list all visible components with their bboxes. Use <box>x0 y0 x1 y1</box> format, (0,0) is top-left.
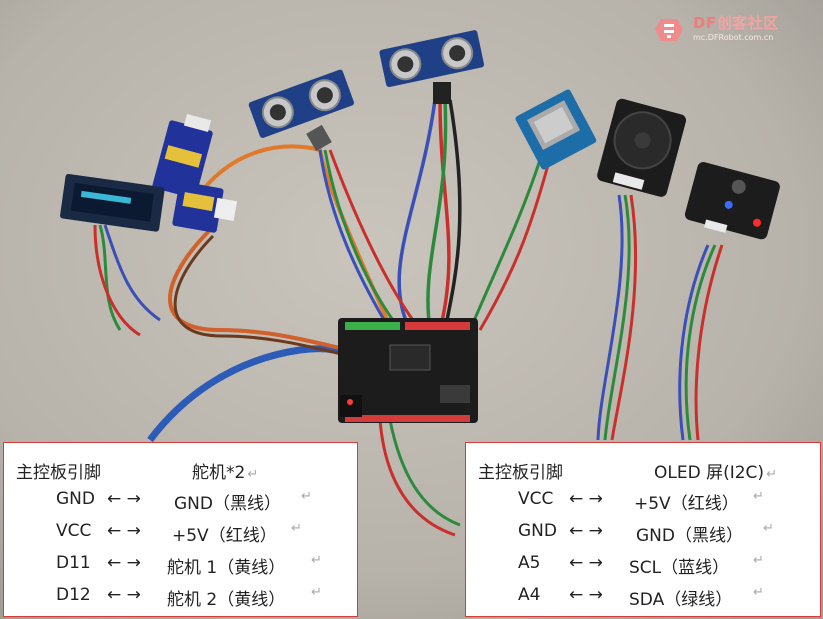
arrow-icon: ← → <box>569 521 603 541</box>
servo-2 <box>172 181 238 233</box>
esp-board <box>515 89 597 170</box>
ultrasonic-sensor-1 <box>248 69 355 138</box>
target-label: 舵机 2（黄线） <box>167 590 286 610</box>
pin-label: A5 <box>518 553 541 573</box>
arrow-icon: ← → <box>107 553 141 573</box>
table-header-main: 主控板引脚 <box>16 463 101 483</box>
sensor-wire-black <box>443 99 462 331</box>
sensor-wire-blue <box>397 99 437 331</box>
servo-wiring-table: 主控板引脚 舵机*2↵ GND ← → GND（黑线） ↵ VCC ← → +5… <box>3 442 358 617</box>
sensor-wire-green <box>426 99 448 331</box>
sensor-wire-red <box>438 99 451 331</box>
pin-label: GND <box>518 521 557 541</box>
target-label: +5V（红线） <box>172 526 277 546</box>
table-header-device: 舵机*2↵ <box>192 463 259 483</box>
table-header-device: OLED 屏(I2C)↵ <box>654 463 777 483</box>
table-header-main: 主控板引脚 <box>478 463 563 483</box>
dfrobot-robot-logo-icon <box>655 19 683 41</box>
watermark-url: mc.DFRobot.com.cn <box>693 33 774 42</box>
arrow-icon: ← → <box>107 489 141 509</box>
pin-label: GND <box>56 489 95 509</box>
target-label: SCL（蓝线） <box>629 558 730 578</box>
servo-1 <box>152 113 213 199</box>
watermark-title: DF创客社区 <box>693 14 779 32</box>
ultrasonic-sensor-2 <box>379 30 485 88</box>
pin-label: D12 <box>56 585 91 605</box>
oled-wiring-table: 主控板引脚 OLED 屏(I2C)↵ VCC ← → +5V（红线） ↵ GND… <box>465 442 821 617</box>
target-label: SDA（绿线） <box>629 590 733 610</box>
dfrobot-watermark: DF创客社区 mc.DFRobot.com.cn <box>651 8 811 50</box>
oled-display-left <box>60 173 165 232</box>
main-controller-board <box>338 318 478 423</box>
target-label: +5V（红线） <box>634 494 739 514</box>
arrow-icon: ← → <box>107 585 141 605</box>
arrow-icon: ← → <box>569 489 603 509</box>
pin-label: VCC <box>56 521 92 541</box>
sensor-module-right <box>684 162 780 240</box>
pin-label: A4 <box>518 585 541 605</box>
target-label: GND（黑线） <box>636 526 743 546</box>
arrow-icon: ← → <box>569 553 603 573</box>
pin-label: VCC <box>518 489 554 509</box>
arrow-icon: ← → <box>569 585 603 605</box>
arrow-icon: ← → <box>107 521 141 541</box>
target-label: GND（黑线） <box>174 494 281 514</box>
speaker-module <box>597 98 687 197</box>
target-label: 舵机 1（黄线） <box>167 558 286 578</box>
pin-label: D11 <box>56 553 91 573</box>
